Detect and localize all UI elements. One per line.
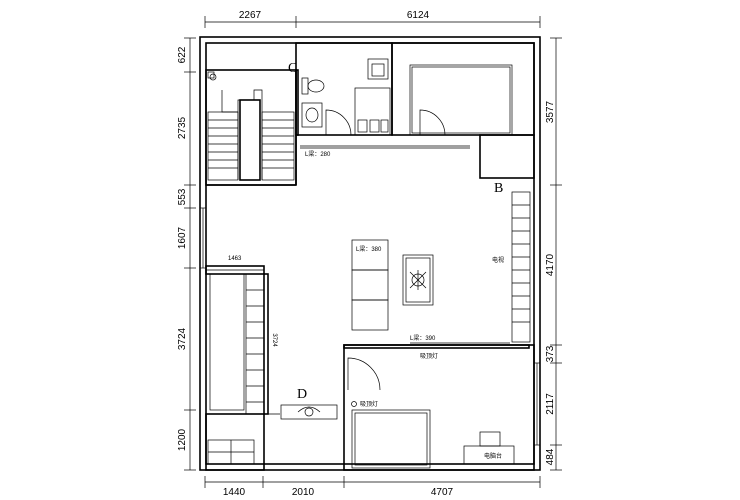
dim-left-3: 553	[177, 188, 188, 205]
dim-top-left: 2267	[239, 10, 262, 21]
desk-label: 电脑台	[484, 452, 502, 460]
bottom-left-room	[205, 413, 265, 471]
partitions	[206, 135, 510, 344]
dim-right-1: 3577	[545, 100, 556, 123]
inner-dim-vertical: 3724	[271, 333, 277, 347]
dim-bottom-middle: 2010	[292, 487, 315, 498]
dimension-lines	[184, 16, 562, 488]
dim-left-5: 3724	[177, 327, 188, 350]
inner-dim-horizontal: 1463	[228, 256, 242, 262]
tv-cabinet	[511, 191, 531, 343]
sofa	[351, 239, 389, 331]
dim-top-right: 6124	[407, 10, 430, 21]
marker-b: B	[494, 181, 503, 196]
light-label-mid: 吸顶灯	[420, 352, 438, 360]
coffee-table	[402, 254, 434, 306]
marker-d: D	[297, 387, 307, 402]
bathroom	[295, 42, 393, 136]
dim-left-1: 622	[177, 46, 188, 63]
staircase	[205, 69, 297, 186]
dim-left-4: 1607	[177, 226, 188, 249]
marker-c: C	[288, 61, 297, 76]
left-wardrobe	[205, 265, 280, 415]
beam-label-top: L梁：280	[305, 150, 331, 158]
dim-bottom-left: 1440	[223, 487, 246, 498]
dim-right-5: 484	[545, 448, 556, 465]
dim-right-2: 4170	[545, 253, 556, 276]
left-window	[199, 207, 207, 269]
dim-right-4: 2117	[545, 393, 556, 415]
beam-label-bottom: L梁：390	[410, 334, 436, 342]
dim-right-3: 373	[545, 345, 556, 362]
tv-wall-label: 电视	[492, 256, 504, 264]
bedroom-bottom	[343, 344, 541, 471]
tv-stand	[280, 404, 338, 420]
dim-left-6: 1200	[177, 428, 188, 451]
light-label-bedroom: 吸顶灯	[360, 400, 378, 408]
beam-label-center: L梁：380	[356, 245, 382, 253]
dim-bottom-right: 4707	[431, 487, 454, 498]
bedroom-top	[391, 42, 535, 179]
dim-left-2: 2735	[177, 116, 188, 139]
